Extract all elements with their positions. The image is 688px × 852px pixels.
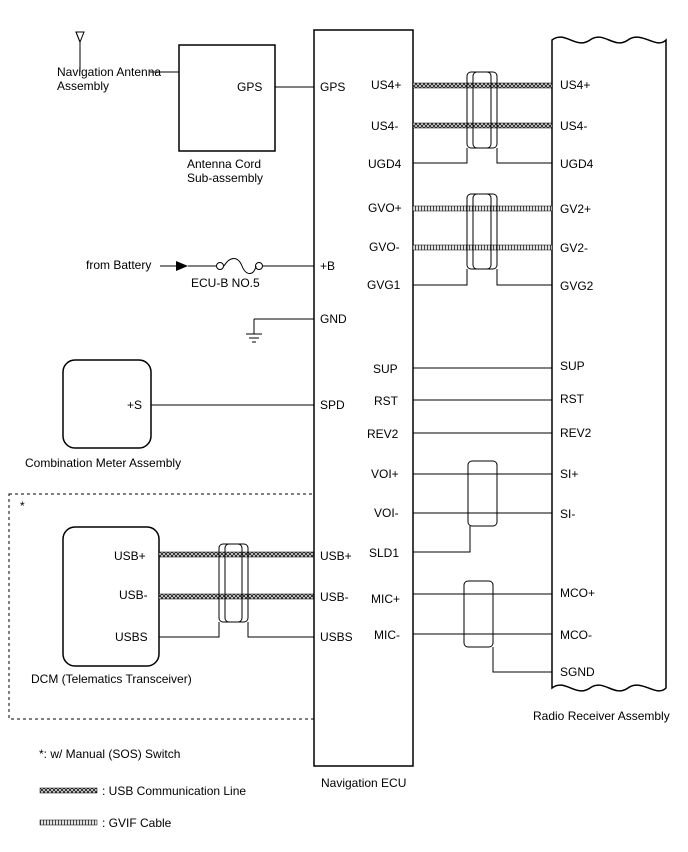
radio-pin-si-plus: SI+ — [560, 467, 578, 481]
ecu-pin-usbs: USBS — [320, 630, 353, 644]
ecu-pin-rev2: REV2 — [367, 427, 399, 441]
ecu-pin-plus-b: +B — [320, 259, 335, 273]
radio-pin-rst: RST — [560, 392, 585, 406]
usb-minus-dcm-wire — [158, 593, 315, 600]
navigation-ecu-label: Navigation ECU — [321, 776, 406, 790]
fuse-icon — [223, 258, 257, 274]
gvo-plus-wire — [412, 205, 553, 212]
ugd4-wire — [413, 148, 552, 164]
ecu-pin-voi-plus: VOI+ — [371, 467, 399, 481]
radio-pin-rev2: REV2 — [560, 426, 592, 440]
dcm-pin-usb-plus: USB+ — [114, 549, 146, 563]
us4-plus-wire — [412, 82, 553, 89]
radio-receiver-box — [551, 36, 667, 692]
antenna-cord-gps-pin: GPS — [237, 80, 262, 94]
radio-pin-ugd4: UGD4 — [560, 157, 594, 171]
ecu-pin-us4-plus: US4+ — [371, 78, 401, 92]
dcm-shield-inner — [224, 543, 243, 623]
dcm-pin-usbs: USBS — [115, 630, 148, 644]
ecu-pin-gvo-minus: GVO- — [369, 240, 400, 254]
ecu-pin-gnd: GND — [320, 312, 347, 326]
radio-pin-mco-plus: MCO+ — [560, 586, 595, 600]
radio-pin-gvg2: GVG2 — [560, 279, 594, 293]
ecu-pin-sld1: SLD1 — [369, 546, 399, 560]
legend-gvif-swatch — [39, 819, 98, 826]
navigation-ecu-box — [313, 29, 414, 767]
mic-shield — [463, 580, 494, 648]
radio-pin-gv2-plus: GV2+ — [560, 202, 591, 216]
radio-pin-us4-minus: US4- — [560, 119, 587, 133]
dcm-label: DCM (Telematics Transceiver) — [31, 672, 192, 686]
ecu-pin-usb-minus: USB- — [320, 590, 349, 604]
combination-meter-pin: +S — [127, 398, 142, 412]
sld1-wire — [413, 526, 471, 553]
navigation-antenna-icon — [75, 31, 85, 72]
ecu-pin-usb-plus: USB+ — [320, 549, 352, 563]
ecu-pin-rst: RST — [374, 394, 399, 408]
radio-pin-sup: SUP — [560, 359, 585, 373]
dcm-pin-usb-minus: USB- — [119, 588, 148, 602]
fuse-label: ECU-B NO.5 — [191, 276, 260, 290]
radio-pin-sgnd: SGND — [560, 665, 595, 679]
ground-icon — [246, 333, 262, 343]
gvif-shield-outer — [466, 193, 498, 270]
legend-option-note: *: w/ Manual (SOS) Switch — [39, 747, 180, 761]
ecu-pin-mic-plus: MIC+ — [371, 592, 400, 606]
ecu-pin-us4-minus: US4- — [371, 119, 398, 133]
radio-pin-si-minus: SI- — [560, 507, 575, 521]
ecu-pin-gvo-plus: GVO+ — [368, 201, 402, 215]
combination-meter-box — [62, 359, 152, 449]
usb-plus-dcm-wire — [158, 551, 315, 558]
sgnd-wire — [492, 647, 552, 673]
radio-receiver-label: Radio Receiver Assembly — [533, 709, 670, 723]
legend-usb-swatch — [39, 787, 98, 794]
radio-pin-gv2-minus: GV2- — [560, 241, 588, 255]
option-marker: * — [20, 499, 25, 513]
battery-arrow-icon — [176, 261, 188, 271]
ecu-pin-voi-minus: VOI- — [374, 506, 399, 520]
voi-shield — [467, 460, 498, 527]
ecu-pin-gvg1: GVG1 — [367, 278, 401, 292]
radio-pin-mco-minus: MCO- — [560, 628, 592, 642]
from-battery-label: from Battery — [86, 258, 151, 272]
gvo-minus-wire — [412, 244, 553, 251]
ecu-pin-spd: SPD — [320, 398, 345, 412]
us4-shield-inner — [472, 71, 492, 149]
radio-pin-us4-plus: US4+ — [560, 78, 590, 92]
gvif-shield-inner — [472, 193, 492, 270]
ecu-pin-ugd4: UGD4 — [368, 157, 402, 171]
combination-meter-label: Combination Meter Assembly — [25, 456, 181, 470]
ecu-pin-sup: SUP — [373, 362, 398, 376]
ecu-pin-mic-minus: MIC- — [374, 628, 400, 642]
legend-gvif-cable: : GVIF Cable — [102, 816, 172, 830]
ecu-pin-gps: GPS — [320, 80, 345, 94]
antenna-cord-box — [178, 44, 276, 152]
gvg-wire — [413, 269, 552, 286]
us4-minus-wire — [412, 122, 553, 129]
legend-usb-line: : USB Communication Line — [102, 784, 246, 798]
usbs-dcm-wire — [159, 622, 314, 638]
